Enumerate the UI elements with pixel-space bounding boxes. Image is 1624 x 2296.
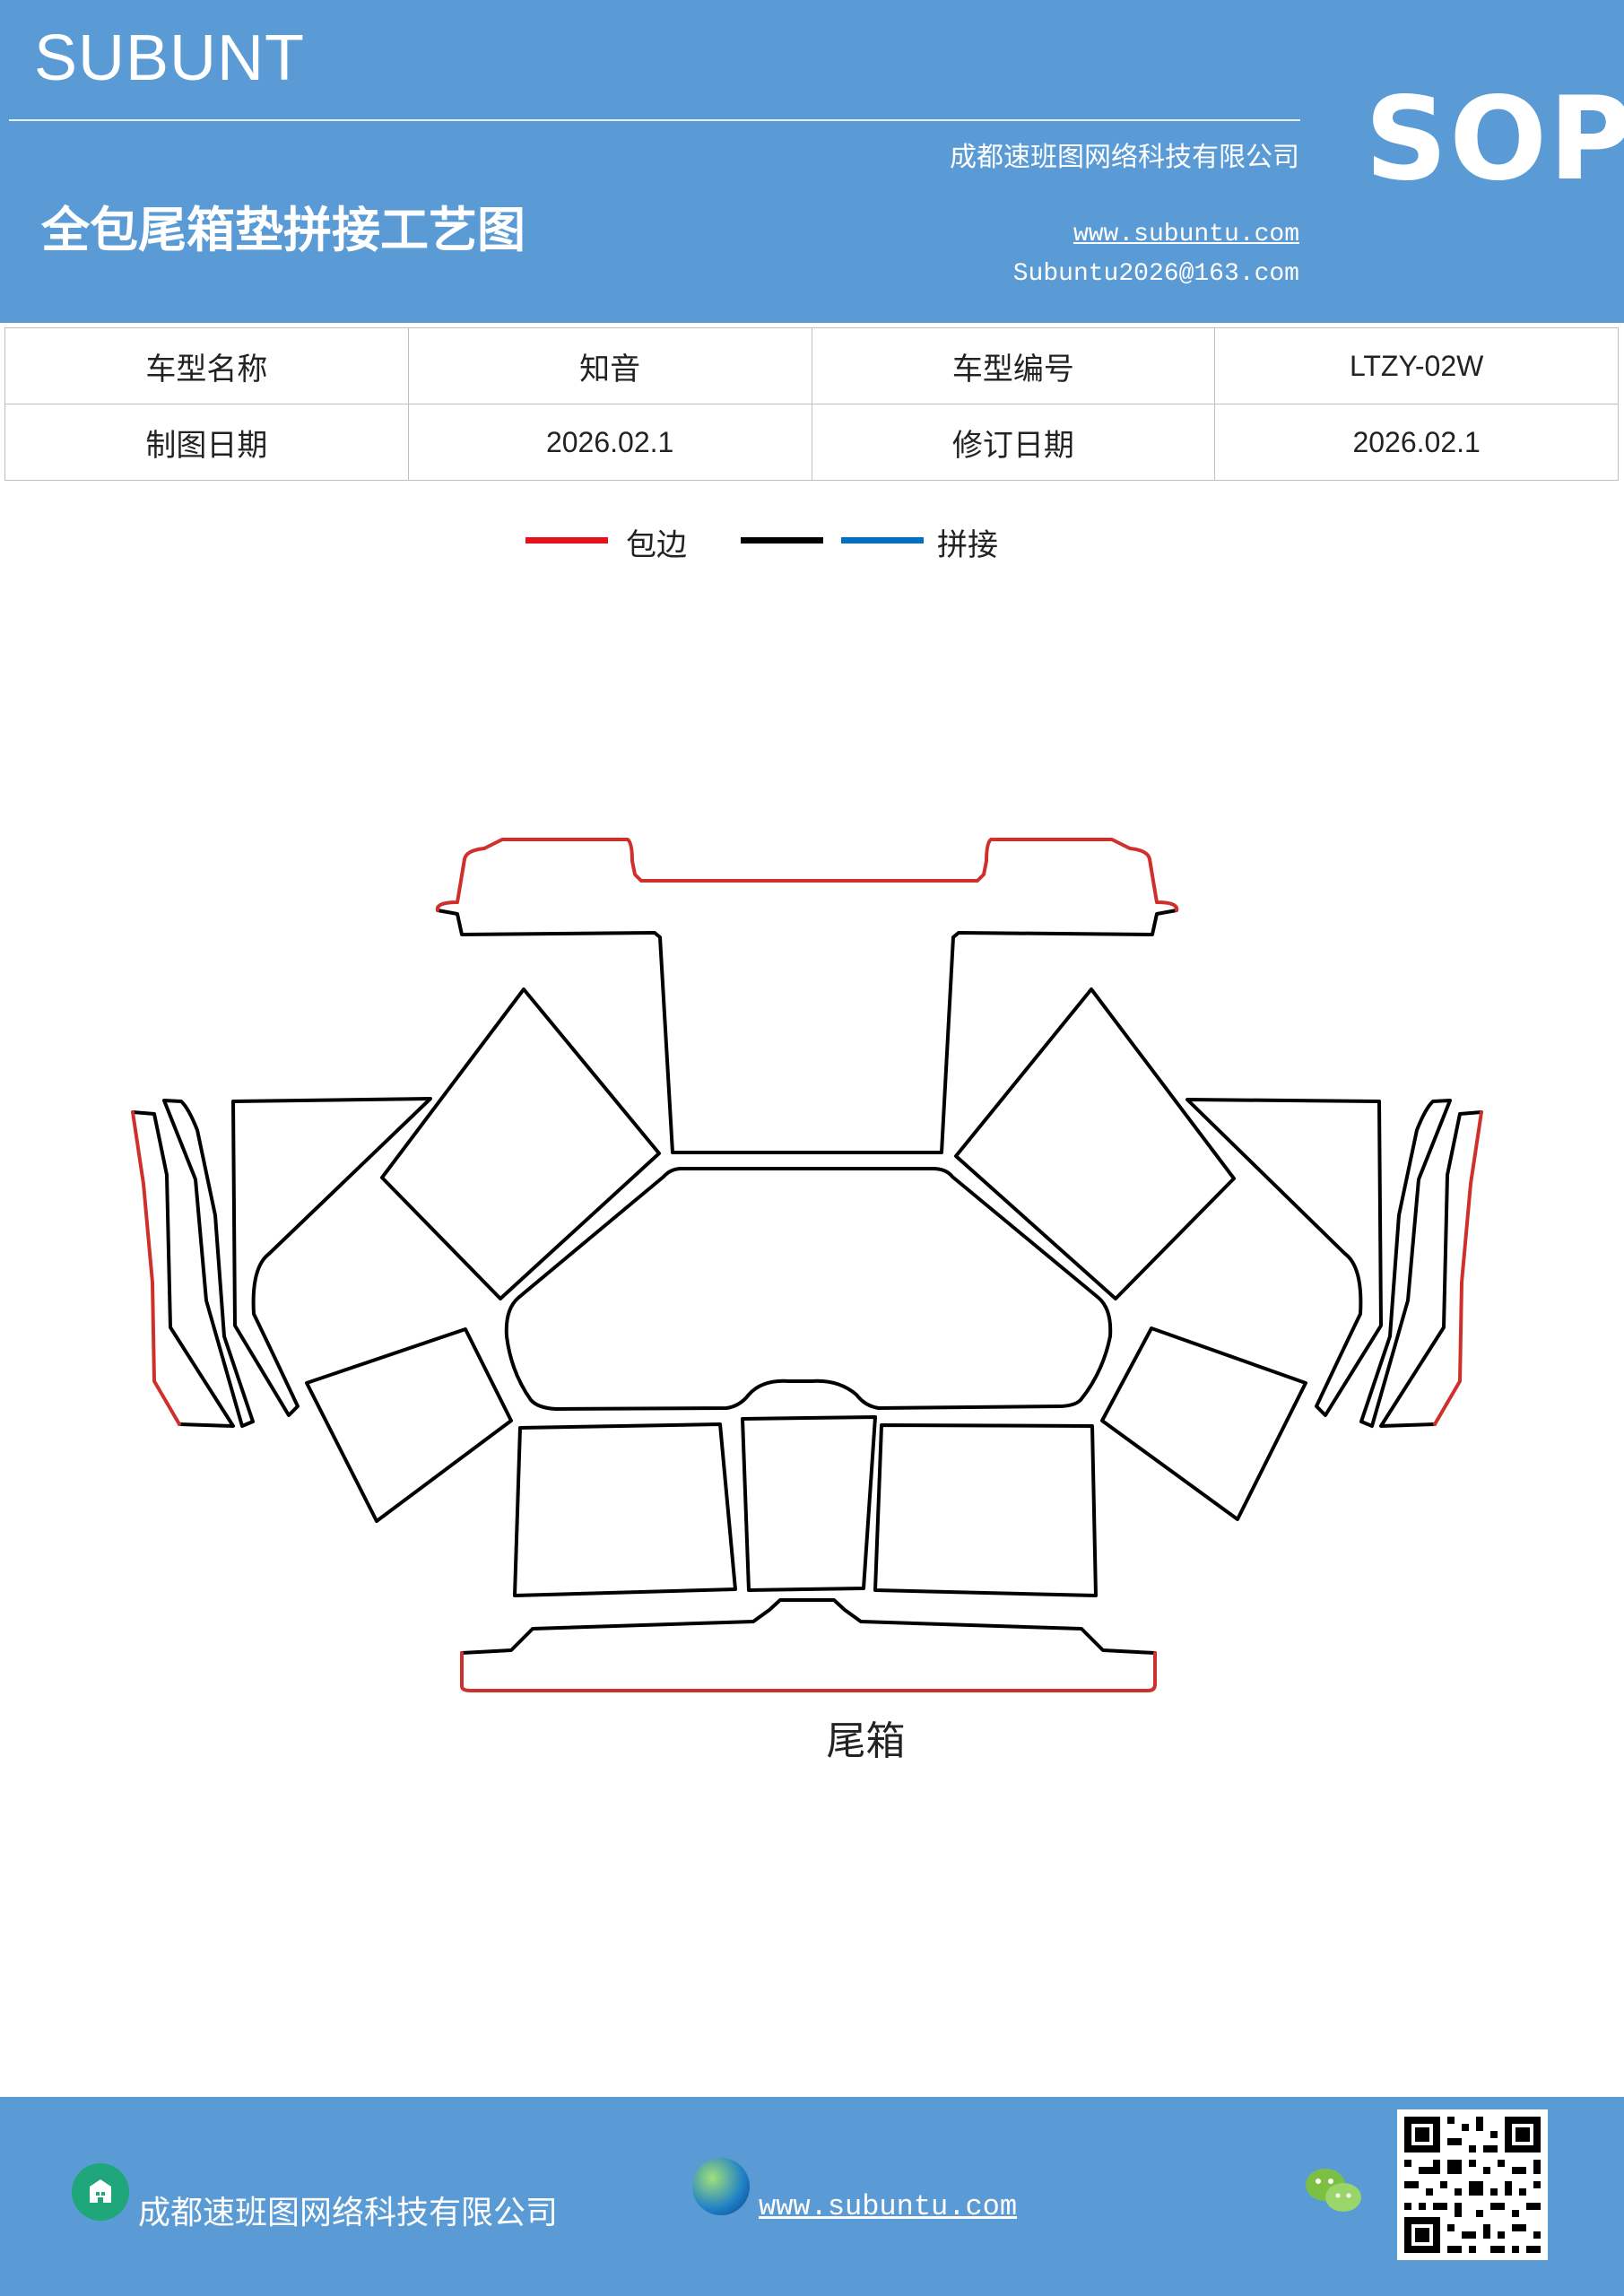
header-banner: SUBUNT 成都速班图网络科技有限公司 全包尾箱垫拼接工艺图 www.subu… <box>0 0 1624 323</box>
qr-code <box>1397 2109 1548 2260</box>
vehicle-info-table: 车型名称 知音 车型编号 LTZY-02W 制图日期 2026.02.1 修订日… <box>4 327 1619 481</box>
bumper-piece-edge <box>460 1651 1157 1692</box>
top-piece-edge <box>435 838 1179 912</box>
left-side-strip-inner <box>162 1099 255 1428</box>
sop-badge: SOP <box>1365 73 1624 206</box>
value-revise-date: 2026.02.1 <box>1214 404 1619 481</box>
value-model-name: 知音 <box>407 327 812 404</box>
left-diamond-panel <box>380 987 661 1300</box>
building-icon <box>72 2163 129 2221</box>
legend-label-splice: 拼接 <box>937 527 998 563</box>
left-wing-panel <box>231 1097 432 1417</box>
globe-icon <box>692 2158 750 2215</box>
header-divider <box>9 119 1300 121</box>
wechat-icon[interactable] <box>1302 2163 1365 2217</box>
right-lower-panel <box>1100 1326 1307 1521</box>
label-draw-date: 制图日期 <box>4 404 409 481</box>
left-side-edge <box>131 1110 181 1426</box>
value-model-code: LTZY-02W <box>1214 327 1619 404</box>
diagram-caption: 尾箱 <box>0 1709 1624 1766</box>
footer-company-name: 成都速班图网络科技有限公司 <box>138 2195 559 2231</box>
label-model-code: 车型编号 <box>811 327 1216 404</box>
table-row: 制图日期 2026.02.1 修订日期 2026.02.1 <box>4 404 1619 481</box>
brand-name: SUBUNT <box>34 22 306 94</box>
right-side-strip-inner <box>1359 1099 1452 1428</box>
label-model-name: 车型名称 <box>4 327 409 404</box>
left-lower-panel <box>305 1327 513 1523</box>
label-revise-date: 修订日期 <box>811 404 1216 481</box>
legend: 包边 拼接 <box>0 520 1624 574</box>
legend-swatch-black <box>741 537 823 544</box>
bottom-left-panel <box>513 1422 737 1597</box>
bottom-middle-panel <box>741 1415 877 1592</box>
document-title: 全包尾箱垫拼接工艺图 <box>41 202 525 258</box>
website-link[interactable]: www.subuntu.com <box>1073 221 1299 248</box>
right-side-strip-outer <box>1379 1110 1483 1428</box>
legend-swatch-splice <box>841 537 924 544</box>
footer-website-link[interactable]: www.subuntu.com <box>759 2190 1018 2223</box>
bumper-piece-outline <box>460 1598 1157 1655</box>
table-row: 车型名称 知音 车型编号 LTZY-02W <box>4 327 1619 404</box>
bottom-right-panel <box>873 1423 1098 1597</box>
footer-banner: 成都速班图网络科技有限公司 www.subuntu.com <box>0 2097 1624 2296</box>
email-address: Subuntu2026@163.com <box>1012 260 1299 288</box>
right-diamond-panel <box>954 987 1236 1300</box>
company-name: 成都速班图网络科技有限公司 <box>950 142 1299 173</box>
legend-swatch-binding <box>525 537 608 544</box>
legend-label-binding: 包边 <box>626 527 687 563</box>
top-piece-outline <box>436 909 1178 1154</box>
caption-text: 尾箱 <box>826 1718 906 1764</box>
value-draw-date: 2026.02.1 <box>407 404 812 481</box>
right-wing-panel <box>1185 1098 1383 1417</box>
right-side-edge <box>1433 1110 1483 1426</box>
central-floor-panel <box>504 1167 1113 1411</box>
left-side-strip-outer <box>131 1110 235 1428</box>
